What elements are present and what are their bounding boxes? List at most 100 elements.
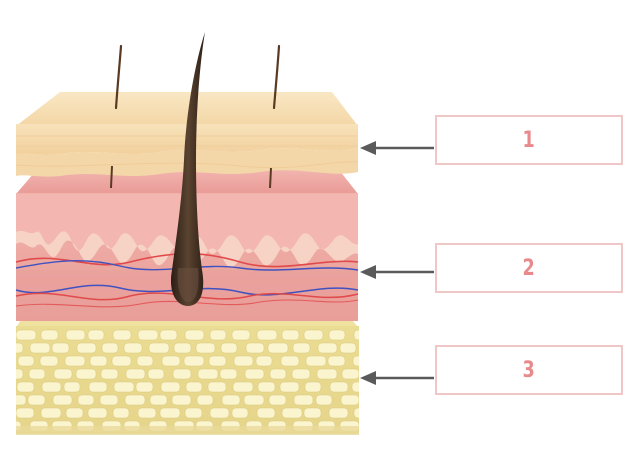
fat-cell [147, 368, 165, 380]
fat-cell [378, 356, 394, 366]
fat-cell [65, 329, 86, 341]
fat-cell [40, 329, 59, 341]
fat-cell [365, 421, 381, 431]
fat-cell [28, 368, 46, 380]
fat-cell [111, 355, 132, 367]
fat-cell [351, 381, 359, 393]
fat-cell [231, 329, 251, 341]
fat-cell [136, 355, 154, 367]
fat-cell [39, 355, 59, 367]
fat-cell [327, 355, 346, 367]
label-box-2[interactable]: 2 [435, 243, 623, 293]
fat-cell [196, 394, 214, 406]
fat-cell [353, 329, 359, 341]
fat-cell [293, 394, 314, 406]
fat-cell [16, 407, 35, 419]
fat-cell [88, 381, 108, 393]
fat-cell [40, 407, 62, 419]
fat-cell [125, 368, 146, 380]
fat-cell [123, 342, 143, 354]
pointer-arrows [360, 141, 434, 385]
fat-cell [89, 355, 108, 367]
fat-cell [112, 329, 132, 341]
hair-strands [110, 32, 281, 306]
fat-cell [221, 394, 241, 406]
fat-cell [340, 394, 359, 406]
fat-cell [172, 368, 192, 380]
label-box-1[interactable]: 1 [435, 115, 623, 165]
fat-cell [303, 407, 322, 419]
fat-cell [268, 394, 287, 406]
fat-cell [87, 407, 108, 419]
fat-cell [100, 368, 119, 380]
fat-cell [303, 329, 324, 341]
fat-cell [245, 342, 265, 354]
fat-cell [292, 342, 311, 354]
fat-cell [339, 342, 357, 354]
fat-cell [280, 355, 300, 367]
fat-cell [184, 329, 205, 341]
fat-cell [281, 329, 300, 341]
fat-cell [64, 355, 86, 367]
fat-cell [232, 381, 254, 393]
fat-cell [16, 381, 35, 393]
fat-cell [87, 329, 105, 341]
fat-cell [160, 381, 181, 393]
fat-cell [16, 342, 24, 354]
fat-cell [185, 381, 203, 393]
fat-cell [184, 407, 203, 419]
fat-cell [304, 381, 322, 393]
fat-cell [257, 381, 276, 393]
fat-cell [269, 368, 287, 380]
fat-cell [365, 343, 383, 353]
fat-cell [341, 368, 359, 380]
fat-cell [208, 355, 227, 367]
fat-cell [159, 329, 178, 341]
fat-cell [316, 368, 338, 380]
fat-cell [17, 355, 35, 367]
fat-cell [291, 368, 311, 380]
fat-cell [135, 381, 154, 393]
fat-cell [171, 394, 192, 406]
fat-cell [173, 342, 192, 354]
fat-cell [328, 407, 349, 419]
fat-cell [256, 329, 278, 341]
fat-cell [63, 381, 81, 393]
fat-cell [220, 342, 238, 354]
label-box-3[interactable]: 3 [435, 345, 623, 395]
fat-cell [53, 368, 73, 380]
fat-cell [243, 394, 265, 406]
fat-cell [52, 394, 73, 406]
fat-cell [137, 329, 159, 341]
label-text-1: 1 [522, 127, 536, 153]
arrow-3 [360, 371, 434, 385]
fat-cell [376, 330, 396, 340]
fat-cell [41, 381, 62, 393]
arrow-1 [360, 141, 434, 155]
fat-cell [279, 381, 300, 393]
fat-cell [148, 342, 170, 354]
fat-cell [256, 407, 276, 419]
fat-cell [207, 381, 227, 393]
fat-cell [255, 355, 273, 367]
fat-cell [16, 329, 37, 341]
hypodermis-layer [16, 318, 396, 435]
fat-cell [267, 342, 289, 354]
fat-cell [352, 355, 359, 367]
fat-cell [233, 355, 254, 367]
fat-cell [113, 381, 135, 393]
label-text-3: 3 [522, 357, 536, 383]
fat-cell [16, 368, 24, 380]
fat-cell [137, 407, 157, 419]
fat-cell [99, 394, 119, 406]
fat-cell [75, 368, 97, 380]
label-text-2: 2 [522, 255, 536, 281]
fat-cell [244, 368, 265, 380]
arrow-2 [360, 265, 434, 279]
fat-cell [149, 394, 168, 406]
fat-cell [329, 381, 349, 393]
fat-cell [328, 329, 346, 341]
fat-cell [183, 355, 205, 367]
fat-cell [51, 342, 70, 354]
